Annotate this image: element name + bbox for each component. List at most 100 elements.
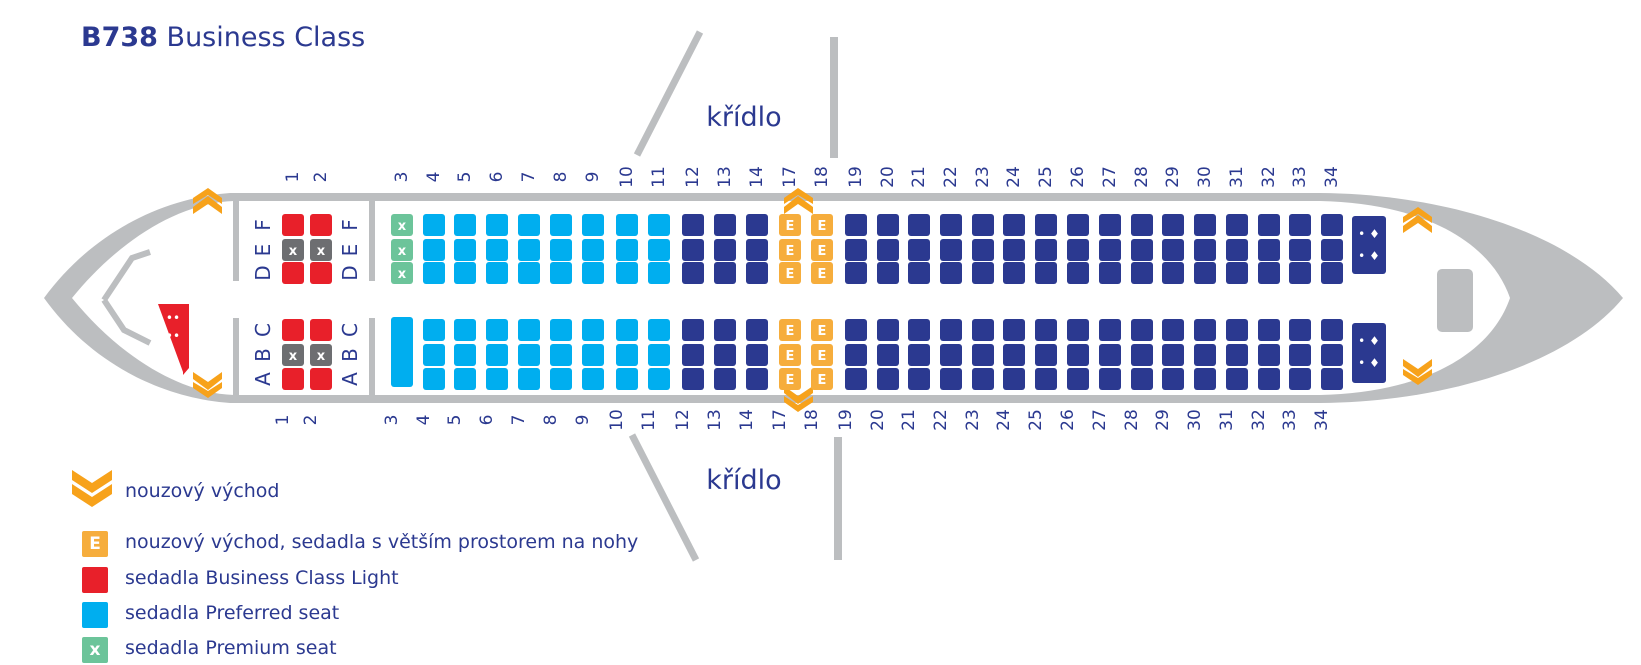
seat[interactable] bbox=[972, 239, 994, 261]
seat[interactable] bbox=[779, 239, 801, 261]
seat[interactable] bbox=[811, 368, 833, 390]
seat[interactable] bbox=[877, 262, 899, 284]
seat[interactable] bbox=[391, 214, 413, 236]
seat[interactable] bbox=[1131, 262, 1153, 284]
seat[interactable] bbox=[1289, 344, 1311, 366]
seat[interactable] bbox=[1067, 368, 1089, 390]
seat[interactable] bbox=[972, 262, 994, 284]
seat[interactable] bbox=[1226, 214, 1248, 236]
seat[interactable] bbox=[1258, 262, 1280, 284]
seat[interactable] bbox=[582, 344, 604, 366]
seat[interactable] bbox=[1035, 319, 1057, 341]
seat[interactable] bbox=[550, 368, 572, 390]
seat[interactable] bbox=[1194, 262, 1216, 284]
seat[interactable] bbox=[845, 262, 867, 284]
seat[interactable] bbox=[714, 239, 736, 261]
seat[interactable] bbox=[1162, 368, 1184, 390]
seat[interactable] bbox=[1067, 214, 1089, 236]
seat[interactable] bbox=[648, 319, 670, 341]
seat[interactable] bbox=[1258, 319, 1280, 341]
seat[interactable] bbox=[616, 319, 638, 341]
seat[interactable] bbox=[1003, 239, 1025, 261]
seat[interactable] bbox=[972, 368, 994, 390]
seat[interactable] bbox=[310, 344, 332, 366]
seat[interactable] bbox=[877, 214, 899, 236]
seat[interactable] bbox=[1194, 319, 1216, 341]
seat[interactable] bbox=[746, 214, 768, 236]
seat[interactable] bbox=[682, 319, 704, 341]
seat[interactable] bbox=[940, 368, 962, 390]
seat[interactable] bbox=[454, 239, 476, 261]
seat[interactable] bbox=[518, 214, 540, 236]
seat[interactable] bbox=[1321, 368, 1343, 390]
seat[interactable] bbox=[1162, 214, 1184, 236]
seat[interactable] bbox=[1321, 214, 1343, 236]
seat[interactable] bbox=[811, 239, 833, 261]
seat[interactable] bbox=[1226, 344, 1248, 366]
seat[interactable] bbox=[779, 262, 801, 284]
seat[interactable] bbox=[1131, 344, 1153, 366]
seat[interactable] bbox=[1003, 262, 1025, 284]
seat[interactable] bbox=[1289, 214, 1311, 236]
seat[interactable] bbox=[1289, 239, 1311, 261]
seat[interactable] bbox=[648, 344, 670, 366]
seat[interactable] bbox=[550, 262, 572, 284]
seat[interactable] bbox=[1099, 262, 1121, 284]
seat[interactable] bbox=[1131, 214, 1153, 236]
seat[interactable] bbox=[940, 239, 962, 261]
seat[interactable] bbox=[616, 368, 638, 390]
seat[interactable] bbox=[1289, 319, 1311, 341]
seat[interactable] bbox=[811, 214, 833, 236]
seat-block[interactable] bbox=[391, 317, 413, 387]
seat[interactable] bbox=[972, 214, 994, 236]
seat[interactable] bbox=[423, 368, 445, 390]
seat[interactable] bbox=[616, 239, 638, 261]
seat[interactable] bbox=[391, 239, 413, 261]
seat[interactable] bbox=[423, 239, 445, 261]
seat[interactable] bbox=[845, 239, 867, 261]
seat[interactable] bbox=[1258, 344, 1280, 366]
seat[interactable] bbox=[1067, 344, 1089, 366]
seat[interactable] bbox=[616, 262, 638, 284]
seat[interactable] bbox=[1131, 239, 1153, 261]
seat[interactable] bbox=[746, 262, 768, 284]
seat[interactable] bbox=[518, 319, 540, 341]
seat[interactable] bbox=[1194, 214, 1216, 236]
seat[interactable] bbox=[518, 344, 540, 366]
seat[interactable] bbox=[1194, 239, 1216, 261]
seat[interactable] bbox=[845, 319, 867, 341]
seat[interactable] bbox=[454, 214, 476, 236]
seat[interactable] bbox=[1162, 344, 1184, 366]
seat[interactable] bbox=[518, 239, 540, 261]
seat[interactable] bbox=[972, 319, 994, 341]
seat[interactable] bbox=[486, 319, 508, 341]
seat[interactable] bbox=[486, 344, 508, 366]
seat[interactable] bbox=[391, 262, 413, 284]
seat[interactable] bbox=[1258, 239, 1280, 261]
seat[interactable] bbox=[1258, 214, 1280, 236]
seat[interactable] bbox=[746, 344, 768, 366]
seat[interactable] bbox=[1003, 319, 1025, 341]
seat[interactable] bbox=[282, 344, 304, 366]
seat[interactable] bbox=[714, 262, 736, 284]
seat[interactable] bbox=[1099, 368, 1121, 390]
seat[interactable] bbox=[779, 319, 801, 341]
seat[interactable] bbox=[746, 368, 768, 390]
seat[interactable] bbox=[1194, 368, 1216, 390]
seat[interactable] bbox=[811, 344, 833, 366]
seat[interactable] bbox=[682, 368, 704, 390]
seat[interactable] bbox=[1162, 262, 1184, 284]
seat[interactable] bbox=[1099, 214, 1121, 236]
seat[interactable] bbox=[454, 262, 476, 284]
seat[interactable] bbox=[1035, 214, 1057, 236]
seat[interactable] bbox=[423, 262, 445, 284]
seat[interactable] bbox=[282, 214, 304, 236]
seat[interactable] bbox=[940, 262, 962, 284]
seat[interactable] bbox=[454, 368, 476, 390]
seat[interactable] bbox=[486, 368, 508, 390]
seat[interactable] bbox=[423, 344, 445, 366]
seat[interactable] bbox=[1258, 368, 1280, 390]
seat[interactable] bbox=[746, 239, 768, 261]
seat[interactable] bbox=[486, 214, 508, 236]
seat[interactable] bbox=[1035, 239, 1057, 261]
